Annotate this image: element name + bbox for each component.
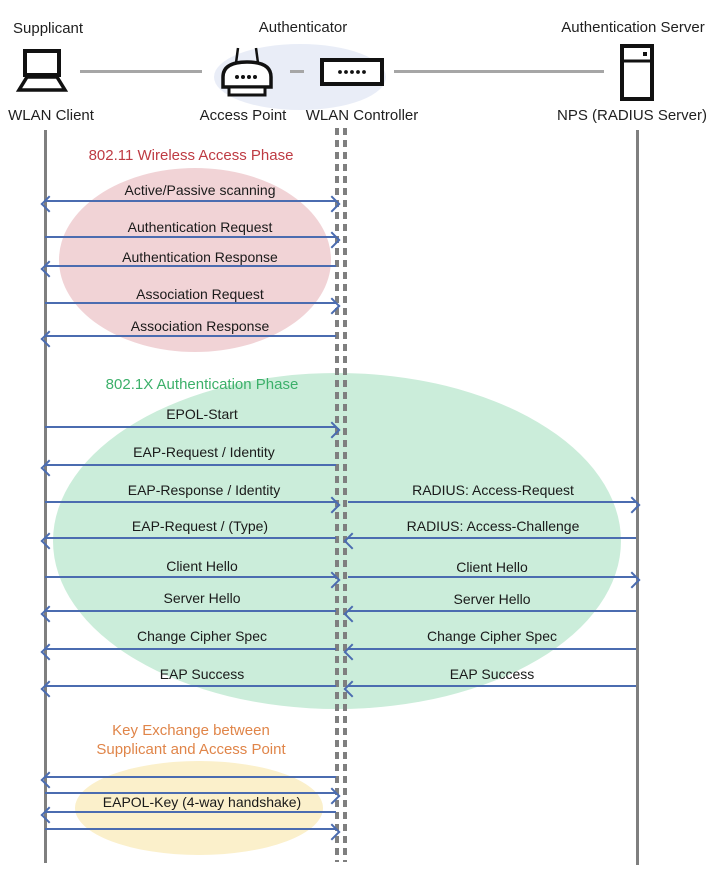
role-supplicant: Supplicant [13, 20, 84, 37]
wlan-controller-lifeline-b [343, 128, 347, 862]
message-label: Server Hello [163, 590, 241, 606]
message-label: Authentication Request [127, 219, 273, 235]
message-label: EAP Success [449, 666, 535, 682]
message-label: Server Hello [453, 591, 531, 607]
message-arrow [40, 771, 336, 789]
message-arrow [45, 823, 341, 841]
message-label: EAP-Request / (Type) [131, 518, 269, 534]
label-wlan-client: WLAN Client [8, 107, 94, 124]
80211-wireless-access-phase-title: 802.11 Wireless Access Phase [88, 147, 294, 164]
message-label: Client Hello [456, 559, 528, 575]
access-point-icon [216, 46, 278, 103]
message-label: Active/Passive scanning [124, 182, 276, 198]
role-authentication-server: Authentication Server [561, 19, 705, 36]
message-label: RADIUS: Access-Request [412, 482, 574, 498]
message-label: EAPOL-Key (4-way handshake) [102, 794, 302, 810]
message-label: EAP-Request / Identity [133, 444, 275, 460]
message-arrow [348, 571, 641, 589]
wlan-client-lifeline [44, 130, 47, 863]
message-arrow [40, 330, 336, 348]
connector-line [80, 70, 202, 73]
connector-line [290, 70, 304, 73]
message-arrow [40, 806, 336, 824]
message-arrow [40, 605, 336, 623]
message-label: Client Hello [166, 558, 238, 574]
message-arrow [40, 195, 341, 213]
message-arrow [343, 680, 636, 698]
message-arrow [45, 496, 341, 514]
message-label: Association Request [136, 286, 264, 302]
label-nps-radius-server: NPS (RADIUS Server) [556, 107, 708, 124]
laptop-icon [9, 48, 75, 99]
role-authenticator: Authenticator [258, 19, 348, 36]
wlan-controller-icon [320, 58, 384, 91]
message-arrow [45, 571, 341, 589]
message-label: RADIUS: Access-Challenge [406, 518, 580, 534]
8021x-authentication-phase-title: 802.1X Authentication Phase [105, 376, 299, 393]
message-label: Change Cipher Spec [137, 628, 267, 644]
message-label: Change Cipher Spec [427, 628, 557, 644]
message-label: Authentication Response [122, 249, 278, 265]
label-wlan-controller: WLAN Controller [305, 107, 419, 124]
message-arrow [348, 496, 641, 514]
message-arrow [343, 532, 636, 550]
connector-line [394, 70, 604, 73]
message-arrow [40, 260, 336, 278]
message-label: EPOL-Start [166, 406, 238, 422]
message-arrow [45, 231, 341, 249]
message-arrow [40, 459, 336, 477]
message-arrow [40, 680, 336, 698]
message-label: EAP-Response / Identity [127, 482, 281, 498]
message-arrow [45, 421, 341, 439]
message-arrow [40, 532, 336, 550]
message-arrow [343, 643, 636, 661]
message-label: Association Response [130, 318, 270, 334]
label-access-point: Access Point [199, 107, 287, 124]
wlan-controller-lifeline-a [335, 128, 339, 862]
message-arrow [343, 605, 636, 623]
nps-lifeline [636, 130, 639, 865]
server-icon [620, 44, 654, 107]
message-arrow [40, 643, 336, 661]
80211-wireless-access-phase-ellipse [59, 168, 331, 352]
message-arrow [45, 787, 341, 805]
message-label: EAP Success [159, 666, 245, 682]
message-arrow [45, 297, 341, 315]
